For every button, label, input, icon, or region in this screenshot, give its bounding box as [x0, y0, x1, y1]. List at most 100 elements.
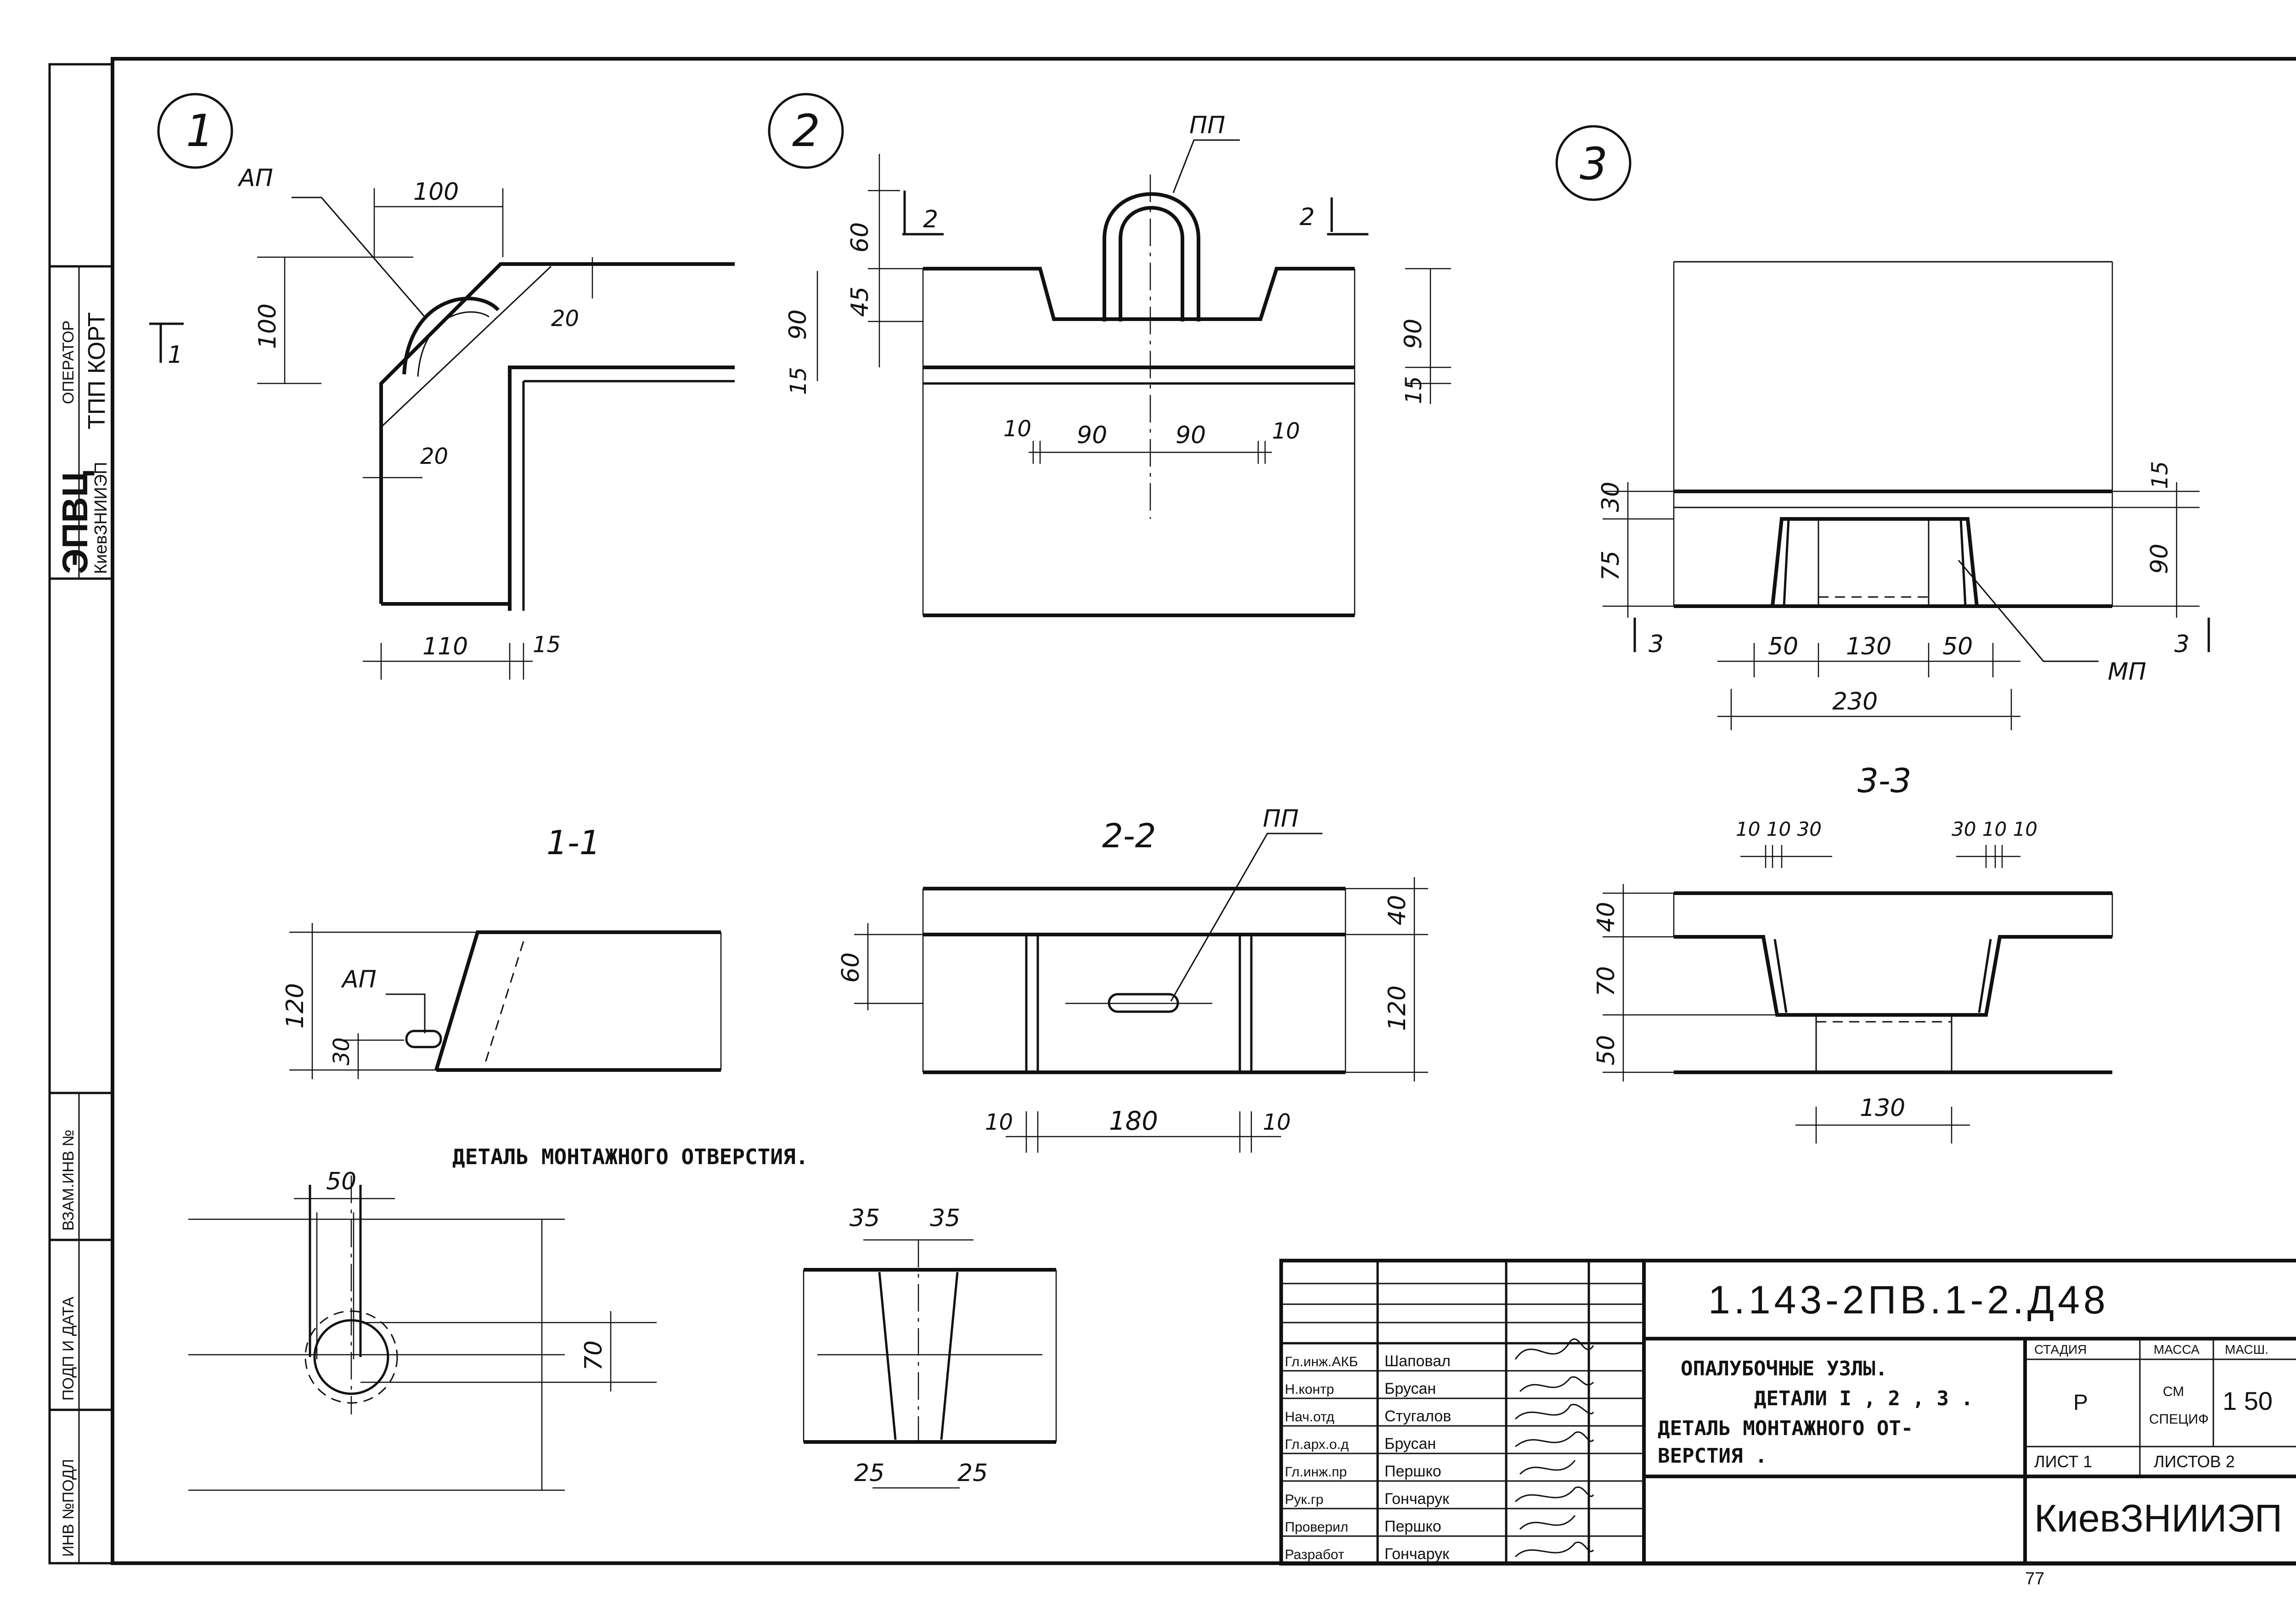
side-stamp-operator-value: ТПП КОРТ: [84, 312, 110, 429]
signers-table: Гл.инж.АКБ Шаповал Н.контр Брусан Нач.от…: [1285, 1352, 1451, 1563]
view-2-number: 2: [792, 105, 820, 157]
dim-1-100-top: 100: [413, 178, 459, 206]
section-2-2-title: 2-2: [1102, 817, 1156, 855]
dim-2-15-left: 15: [786, 367, 811, 395]
view-3-mp-label: МП: [2108, 658, 2146, 686]
dim-2-90-mid-right: 90: [1176, 422, 1206, 449]
dim-2-10-right: 10: [1272, 418, 1300, 444]
dim-3-230: 230: [1832, 688, 1878, 715]
view-1: 1 АП 100 100 20 20 110 15 1: [149, 93, 735, 680]
view-3: 3 МП 30 75 15 90 3 3: [1555, 125, 2210, 730]
signature-scribbles: [1514, 1338, 1594, 1558]
view-3-number: 3: [1580, 138, 1608, 190]
dim-1-100-left: 100: [254, 304, 281, 349]
dim-1-110: 110: [422, 633, 468, 660]
cut-2-left-label: 2: [923, 206, 938, 233]
dim-2-15-right: 15: [1401, 376, 1427, 404]
side-stamp-field-1: ВЗАМ.ИНВ №: [60, 1130, 77, 1231]
side-stamp-org-sub: КиевЗНИИЭП: [91, 462, 111, 574]
dim-1-20-right: 20: [551, 306, 579, 332]
section-2-2-pp-label: ПП: [1263, 805, 1299, 833]
signer-name: Гончарук: [1384, 1545, 1450, 1563]
dim-s33-40: 40: [1593, 902, 1620, 932]
dim-s22-10-right: 10: [1263, 1109, 1291, 1135]
dim-3-90: 90: [2146, 544, 2173, 574]
dim-3-75: 75: [1597, 551, 1625, 581]
document-name-line-2: ДЕТАЛИ I , 2 , 3 .: [1754, 1387, 1973, 1410]
document-name-line-1: ОПАЛУБОЧНЫЕ УЗЛЫ.: [1681, 1357, 1887, 1380]
dim-3-50-right: 50: [1942, 633, 1973, 660]
dim-det-25-left: 25: [854, 1459, 884, 1487]
signer-role: Проверил: [1285, 1520, 1348, 1535]
document-name-line-3: ДЕТАЛЬ МОНТАЖНОГО ОТ-: [1658, 1417, 1913, 1440]
dim-s22-10-left: 10: [985, 1109, 1013, 1135]
scale-label: МАСШ.: [2225, 1342, 2268, 1357]
dim-1-20-left: 20: [420, 444, 448, 469]
signer-role: Разработ: [1285, 1547, 1345, 1562]
sheet-number: ЛИСТ 1: [2034, 1452, 2092, 1471]
view-2-pp-label: ПП: [1189, 112, 1225, 139]
dim-3-130: 130: [1846, 633, 1891, 660]
detail-title: ДЕТАЛЬ МОНТАЖНОГО ОТВЕРСТИЯ.: [452, 1144, 808, 1169]
dim-2-60: 60: [846, 222, 874, 253]
section-3-3-title: 3-3: [1857, 761, 1912, 800]
signer-name: Брусан: [1384, 1435, 1436, 1453]
signer-role: Рук.гр: [1285, 1492, 1323, 1507]
title-block: 1.143-2ПВ.1-2.Д48 ОПАЛУБОЧНЫЕ УЗЛЫ. ДЕТА…: [1279, 1259, 2296, 1588]
side-stamp-org: ЭПВЦ: [55, 471, 95, 574]
dim-s33-130: 130: [1860, 1094, 1905, 1122]
dim-2-45: 45: [846, 287, 874, 317]
detail-mounting-hole: ДЕТАЛЬ МОНТАЖНОГО ОТВЕРСТИЯ. 50 70 35 35: [188, 1144, 1057, 1491]
view-1-ap-label: АП: [237, 164, 273, 192]
page-number: 77: [2025, 1569, 2044, 1588]
drawing-frame: [48, 57, 2296, 1565]
dim-s33-50: 50: [1593, 1035, 1620, 1065]
view-2: 2 ПП 60 45 90 15 2 2 90: [768, 93, 1451, 617]
dim-s11-120: 120: [281, 983, 309, 1029]
dim-det-70: 70: [580, 1340, 608, 1371]
mass-value-line-1: СМ: [2163, 1384, 2184, 1399]
dim-2-10-left: 10: [1003, 416, 1031, 442]
stage-label: СТАДИЯ: [2034, 1342, 2087, 1357]
dim-det-35-left: 35: [850, 1205, 880, 1232]
signer-name: Першко: [1384, 1463, 1441, 1480]
section-1-1-title: 1-1: [546, 823, 601, 862]
section-1-1: 1-1 АП 120 30: [281, 823, 722, 1079]
organization-name: КиевЗНИИЭП: [2034, 1497, 2282, 1540]
view-1-number: 1: [186, 105, 214, 157]
signer-role: Гл.инж.пр: [1285, 1464, 1347, 1480]
side-stamp-field-2: ПОДП И ДАТА: [60, 1296, 77, 1401]
dim-s33-top-right: 30 10 10: [1952, 818, 2037, 840]
mass-value-line-2: СПЕЦИФ: [2149, 1412, 2209, 1427]
section-3-3: 3-3 10 10 30 30 10 10 40 70 50: [1593, 761, 2113, 1143]
side-stamp-field-3: ИНВ №ПОДЛ: [60, 1459, 77, 1557]
dim-det-25-right: 25: [957, 1459, 988, 1487]
signer-role: Гл.инж.АКБ: [1285, 1354, 1358, 1369]
dim-3-15: 15: [2147, 461, 2173, 489]
dim-s22-40: 40: [1384, 895, 1411, 925]
dim-2-90-mid-left: 90: [1077, 422, 1107, 449]
dim-2-90-left: 90: [784, 310, 812, 340]
dim-2-90-right: 90: [1400, 319, 1427, 349]
dim-3-30: 30: [1597, 482, 1625, 512]
scale-value: 1 50: [2223, 1386, 2273, 1415]
signer-name: Стугалов: [1384, 1408, 1451, 1425]
section-2-2: 2-2 ПП 60 40 120 10 180 10: [837, 805, 1428, 1153]
section-1-1-ap-label: АП: [341, 966, 377, 993]
dim-det-35-right: 35: [930, 1205, 960, 1232]
dim-s22-120: 120: [1384, 986, 1411, 1031]
document-code: 1.143-2ПВ.1-2.Д48: [1708, 1278, 2109, 1322]
signer-name: Шаповал: [1384, 1352, 1451, 1370]
dim-3-50-left: 50: [1768, 633, 1798, 660]
dim-s33-70: 70: [1593, 966, 1620, 997]
side-stamp: ЭПВЦ КиевЗНИИЭП ОПЕРАТОР ТПП КОРТ ВЗАМ.И…: [55, 312, 111, 1557]
stage-value: Р: [2073, 1391, 2088, 1415]
document-name-line-4: ВЕРСТИЯ .: [1658, 1444, 1767, 1468]
signer-role: Н.контр: [1285, 1382, 1334, 1397]
dim-1-15: 15: [533, 632, 561, 658]
signer-name: Гончарук: [1384, 1490, 1450, 1508]
dim-s22-60: 60: [837, 952, 865, 983]
cut-3-left-label: 3: [1649, 631, 1664, 658]
cut-1-left-label: 1: [168, 341, 183, 369]
